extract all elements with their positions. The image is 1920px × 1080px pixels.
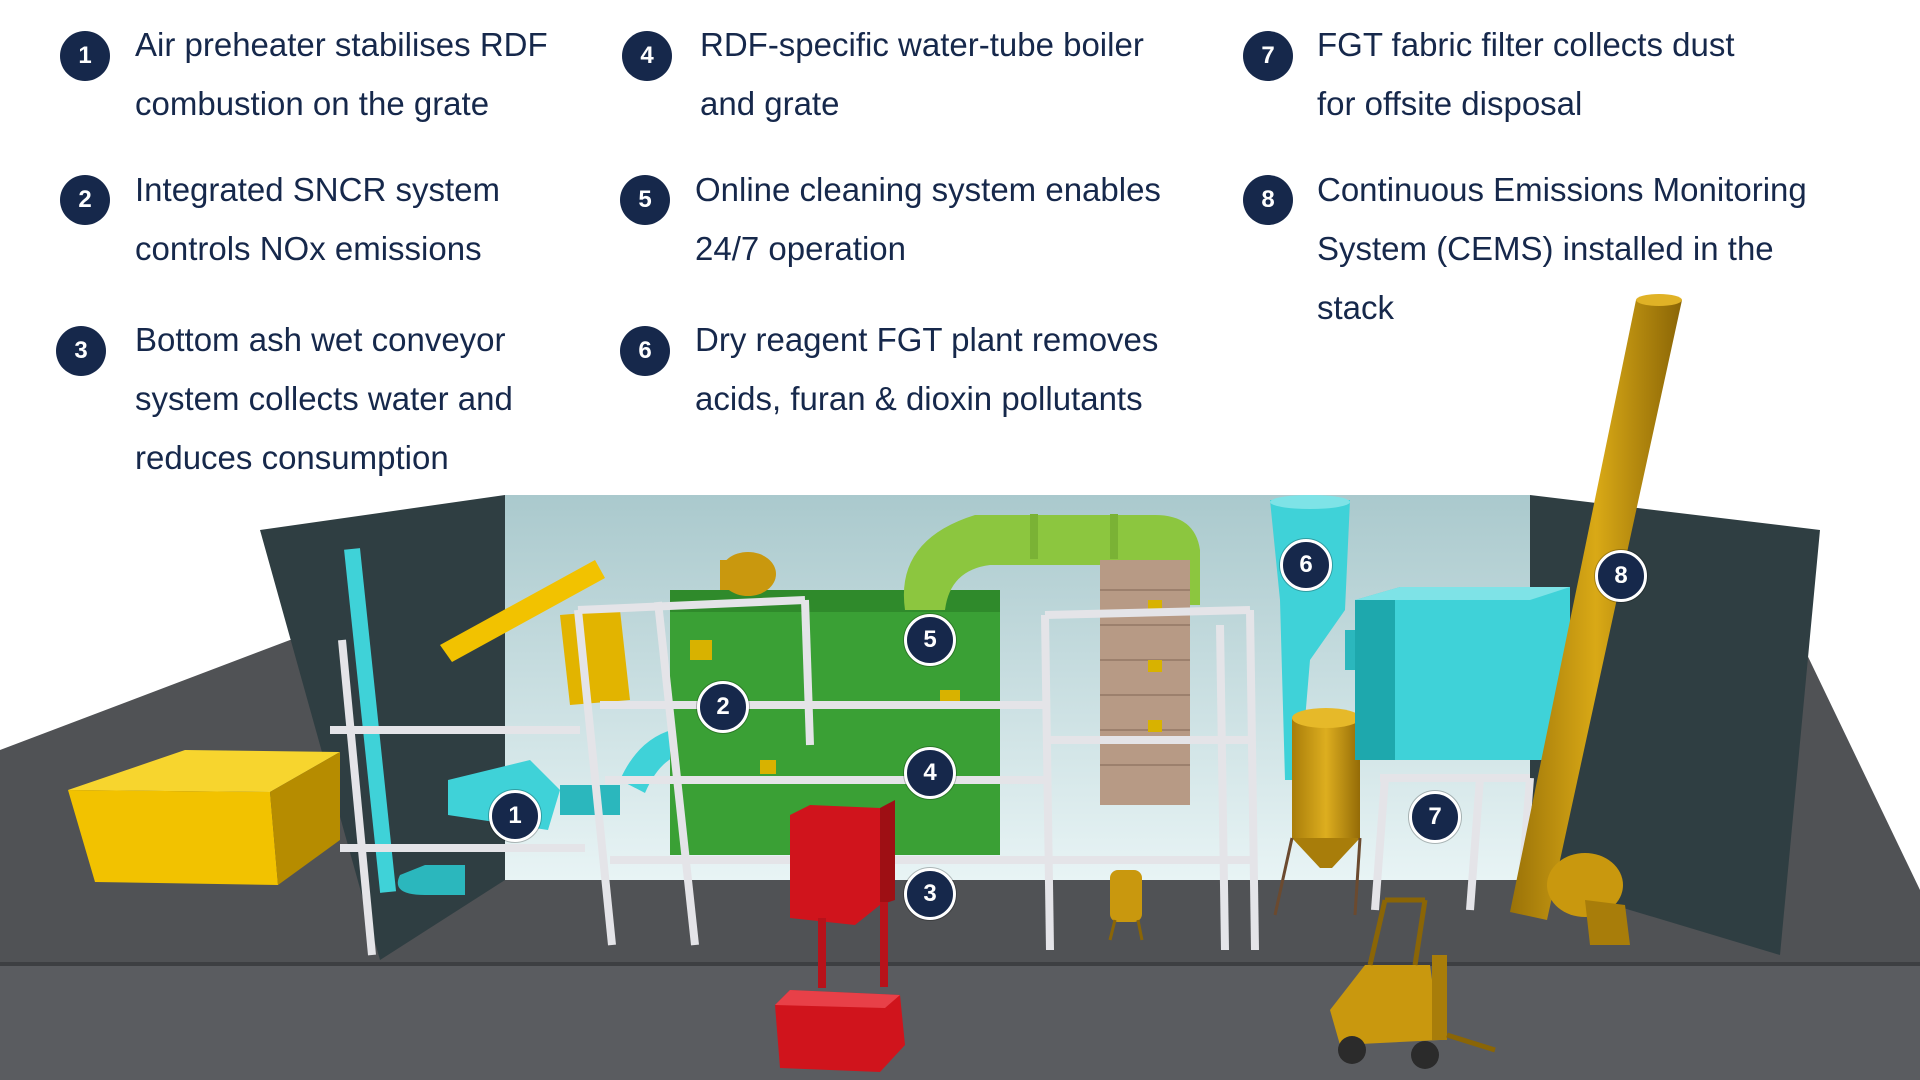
- economiser-tower: [1100, 560, 1190, 805]
- expansion-vessel: [1108, 870, 1144, 941]
- callout-4: 4: [904, 747, 956, 799]
- fabric-filter: [1355, 587, 1570, 760]
- id-fan: [1547, 853, 1630, 945]
- legend-number-4: 4: [622, 31, 672, 81]
- legend-text-7: FGT fabric filter collects dust for offs…: [1317, 26, 1735, 122]
- legend-number-6: 6: [620, 326, 670, 376]
- legend-text-1: Air preheater stabilises RDF combustion …: [135, 26, 548, 122]
- legend-number-5: 5: [620, 175, 670, 225]
- legend-text-8: Continuous Emissions Monitoring System (…: [1317, 171, 1807, 326]
- legend-text-4: RDF-specific water-tube boiler and grate: [700, 26, 1144, 122]
- steel-structure: [330, 596, 1534, 956]
- legend-text-5: Online cleaning system enables 24/7 oper…: [695, 171, 1161, 267]
- ash-extractor: [775, 800, 905, 1072]
- ash-container: [68, 750, 340, 885]
- callout-5: 5: [904, 614, 956, 666]
- callout-1: 1: [489, 790, 541, 842]
- callout-3: 3: [904, 868, 956, 920]
- callout-7: 7: [1409, 791, 1461, 843]
- callout-6: 6: [1280, 539, 1332, 591]
- legend-number-2: 2: [60, 175, 110, 225]
- callout-2: 2: [697, 681, 749, 733]
- forklift: [1330, 897, 1496, 1069]
- legend-number-8: 8: [1243, 175, 1293, 225]
- legend-number-3: 3: [56, 326, 106, 376]
- legend-text-2: Integrated SNCR system controls NOx emis…: [135, 171, 500, 267]
- flue-gas-duct: [903, 514, 1200, 610]
- legend-number-7: 7: [1243, 31, 1293, 81]
- legend-text-6: Dry reagent FGT plant removes acids, fur…: [695, 321, 1159, 417]
- stack: [1510, 294, 1682, 920]
- legend-text-3: Bottom ash wet conveyor system collects …: [135, 321, 513, 476]
- callout-8: 8: [1595, 550, 1647, 602]
- legend-number-1: 1: [60, 31, 110, 81]
- reagent-silo: [1273, 708, 1362, 916]
